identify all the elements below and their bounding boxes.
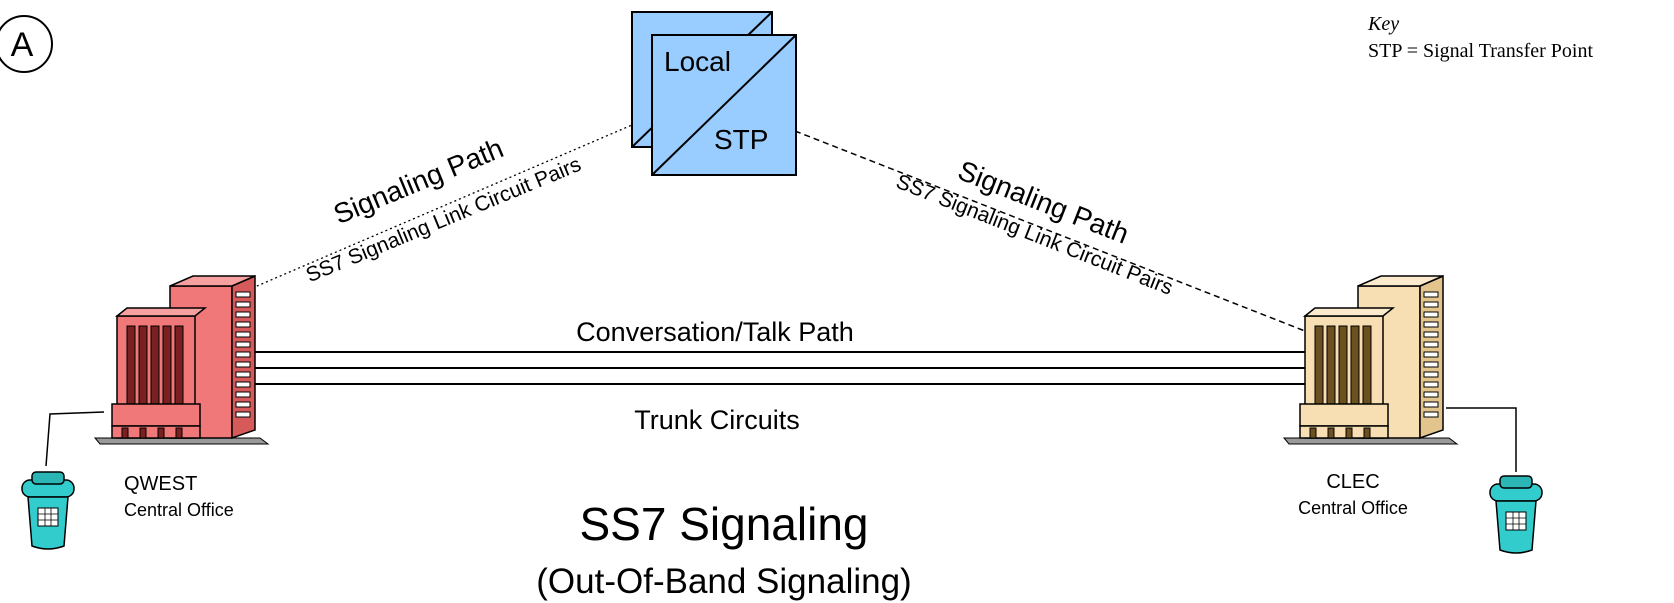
- right-telephone-icon: [1446, 407, 1543, 554]
- left-signaling-link: [242, 124, 633, 293]
- left-telephone-icon: [21, 411, 105, 550]
- key-entry: STP = Signal Transfer Point: [1368, 40, 1593, 62]
- qwest-name: QWEST: [124, 473, 197, 495]
- trunk-circuits-label: Trunk Circuits: [634, 405, 800, 435]
- key-legend: Key STP = Signal Transfer Point: [1367, 13, 1593, 62]
- stp-icon: Local STP: [631, 11, 797, 176]
- talk-path-label: Conversation/Talk Path: [576, 317, 854, 347]
- clec-building-icon: [1282, 274, 1459, 445]
- marker-label: A: [11, 26, 34, 64]
- clec-name: CLEC: [1326, 471, 1379, 493]
- qwest-building-icon: [93, 274, 270, 445]
- trunk-lines: [250, 351, 1312, 385]
- diagram-title: SS7 Signaling: [580, 498, 869, 550]
- diagram-subtitle: (Out-Of-Band Signaling): [536, 562, 911, 601]
- stp-label-top: Local: [664, 46, 731, 77]
- qwest-subtitle: Central Office: [124, 500, 234, 520]
- key-title: Key: [1367, 13, 1399, 35]
- right-signaling-link: [794, 130, 1311, 334]
- clec-subtitle: Central Office: [1298, 498, 1408, 518]
- stp-label-bottom: STP: [714, 124, 768, 155]
- marker-a: A: [0, 15, 53, 73]
